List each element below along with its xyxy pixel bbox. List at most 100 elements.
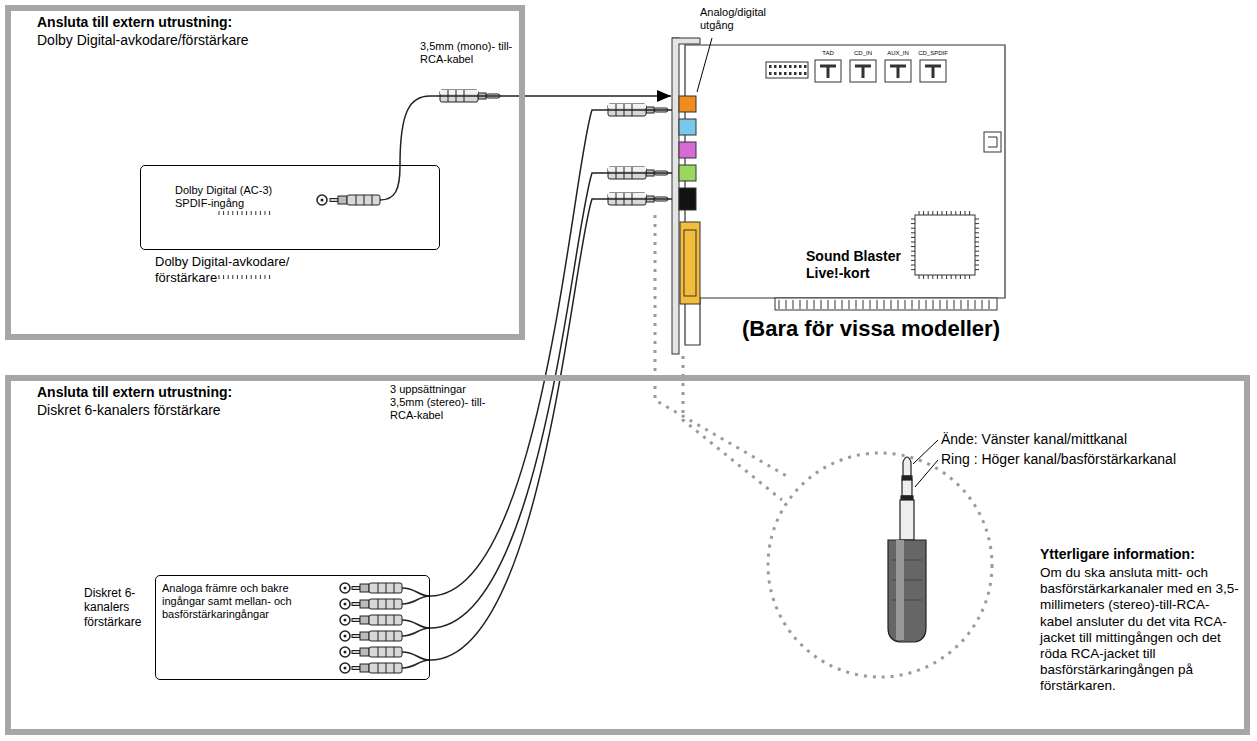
cable-plugs [347, 195, 380, 205]
chip-pins [923, 275, 924, 279]
chip-pins [919, 211, 920, 215]
chip-pins [911, 260, 915, 261]
edge-connector-fingers [919, 300, 920, 309]
chip-pins [975, 232, 979, 233]
amplifier-jacks [352, 599, 402, 609]
header-pins [799, 65, 802, 68]
amplifier-jacks [402, 660, 430, 668]
cable-plugs [608, 104, 646, 108]
amplifier-jacks [360, 584, 369, 592]
amplifier-jacks [378, 663, 394, 673]
node-heading: Dolby Digital (AC-3) SPDIF-ingång [175, 184, 275, 210]
chip-pins [911, 228, 915, 229]
chip-pins [923, 211, 924, 215]
amplifier-jacks [369, 663, 402, 673]
t-connectors [815, 60, 841, 82]
amplifier-jacks [340, 663, 350, 673]
connector-label: AUX_IN [881, 50, 915, 57]
amplifier-jacks [344, 635, 347, 638]
d-sub-inner [684, 230, 696, 296]
cable-plugs [330, 90, 668, 205]
cable-label: 3 uppsättningar 3,5mm (stereo)- till-RCA… [390, 383, 490, 423]
header-pins [799, 72, 802, 75]
header-pins [784, 65, 787, 68]
chip-pins [269, 275, 270, 279]
chip-pins [932, 211, 933, 215]
note-text: Om du ska ansluta mitt- och basförstärka… [1040, 565, 1240, 695]
edge-connector-fingers [968, 300, 969, 309]
amplifier-jacks [369, 599, 402, 609]
edge-connector-fingers [842, 300, 843, 309]
connector-label: CD_IN [846, 50, 880, 57]
pin-header [766, 62, 808, 78]
header-pins [774, 65, 777, 68]
amplifier-box: Diskret 6-kanalers förstärkareAnaloga fr… [155, 575, 430, 680]
header-pins [794, 72, 797, 75]
chip-pins [255, 211, 256, 215]
chip-pins [975, 269, 979, 270]
amplifier-jacks [352, 603, 360, 606]
dotted-zoom [768, 453, 992, 677]
zoomed-plug [901, 496, 913, 500]
chip-pins [260, 275, 261, 279]
amplifier-jacks [340, 631, 350, 641]
t-connectors [815, 60, 946, 82]
amplifier-jacks [402, 596, 430, 604]
leader-line [915, 460, 938, 487]
t-connectors [855, 66, 871, 78]
amplifier-jacks [352, 615, 402, 625]
t-connectors [925, 66, 941, 78]
card-bracket [672, 38, 679, 354]
chip-pins [942, 275, 943, 279]
cable-plugs [608, 167, 646, 171]
chip-pins [911, 269, 915, 270]
amplifier-jacks [344, 667, 347, 670]
edge-connector-fingers [814, 300, 815, 309]
chip-pins [932, 275, 933, 279]
decoder-jack [317, 195, 327, 205]
chip-pins [223, 211, 224, 215]
amplifier-jacks [352, 647, 402, 657]
amplifier-jacks [352, 651, 360, 654]
header-pins [769, 72, 772, 75]
edge-connector [775, 298, 997, 310]
decoder-jack [317, 166, 400, 205]
edge-connector-fingers [954, 300, 955, 309]
decoder-jack [321, 199, 324, 202]
edge-connector-fingers [884, 300, 885, 309]
t-connectors [850, 60, 876, 82]
chip-pins [946, 211, 947, 215]
chip-pins [969, 211, 970, 215]
edge-connector-fingers [779, 300, 780, 309]
chip-pins [269, 211, 270, 215]
edge-connector-fingers [898, 300, 899, 309]
node-text: Dolby Digital-avkodare/ förstärkare [155, 254, 325, 285]
chip-pins [937, 211, 938, 215]
edge-connector-fingers [947, 300, 948, 309]
bracket-tab [672, 38, 700, 44]
edge-connector-fingers [891, 300, 892, 309]
amplifier-jacks [360, 664, 369, 672]
chip-pins [928, 211, 929, 215]
chip-pins [260, 211, 261, 215]
edge-connector-fingers [849, 300, 850, 309]
amplifier-jacks [378, 615, 394, 625]
amplifier-jacks [360, 616, 369, 624]
amplifier-jacks [378, 583, 394, 593]
cable-connector [400, 96, 671, 165]
header-pins [769, 65, 807, 75]
edge-connector-fingers [905, 300, 906, 309]
chip-pins [975, 223, 979, 224]
cable-connector [430, 199, 672, 660]
amplifier-jacks [344, 603, 347, 606]
header-pins [789, 65, 792, 68]
amplifier-jacks [402, 588, 430, 596]
header-pins [769, 65, 772, 68]
t-connectors [885, 60, 911, 82]
amplifier-jacks [352, 667, 360, 670]
edge-connector-fingers [828, 300, 829, 309]
chip-pins [242, 275, 243, 279]
chip-pins [237, 275, 238, 279]
node-heading: Ansluta till extern utrustning: [37, 14, 357, 31]
node-text: Dolby Digital-avkodare/förstärkare [37, 32, 357, 49]
